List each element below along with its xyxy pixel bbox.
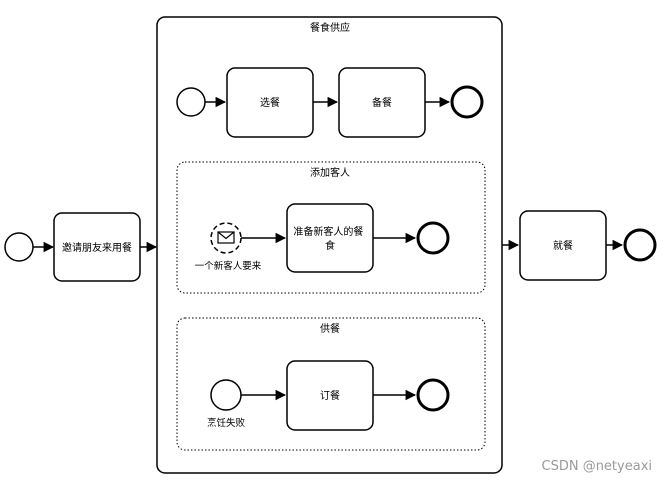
subprocess-title: 餐食供应 [310,21,350,34]
prepare-meal-label: 备餐 [372,96,392,109]
cooking-failed-start-event[interactable] [210,379,242,411]
prepare-guest-meal-label: 准备新客人的餐 食 [293,225,366,252]
subprocess-end-event[interactable] [450,85,484,119]
serve-end-event[interactable] [416,378,450,412]
main-start-event[interactable] [4,232,34,262]
event-subprocess-serve[interactable]: 供餐 [176,317,486,451]
message-event-label: 一个新客人要来 [195,260,262,272]
message-start-event[interactable] [210,222,242,254]
watermark: CSDN @netyeaxi [542,459,653,474]
add-guest-title: 添加客人 [310,166,350,179]
select-meal-label: 选餐 [260,96,280,109]
order-meal-label: 订餐 [320,389,340,402]
cooking-failed-label: 烹饪失败 [207,417,246,429]
invite-task[interactable]: 邀请朋友来用餐 [53,212,141,282]
select-meal-task[interactable]: 选餐 [226,67,314,138]
invite-task-label: 邀请朋友来用餐 [62,241,132,254]
main-end-event[interactable] [623,228,657,262]
dine-task[interactable]: 就餐 [519,210,607,281]
order-meal-task[interactable]: 订餐 [286,360,374,431]
add-guest-end-event[interactable] [416,221,450,255]
dine-task-label: 就餐 [553,239,573,252]
subprocess-start-event[interactable] [176,87,206,117]
serve-title: 供餐 [320,322,340,335]
envelope-icon [217,231,235,244]
prepare-guest-meal-task[interactable]: 准备新客人的餐 食 [286,203,374,273]
prepare-meal-task[interactable]: 备餐 [338,67,426,138]
event-subprocess-add-guest[interactable]: 添加客人 [176,161,486,294]
